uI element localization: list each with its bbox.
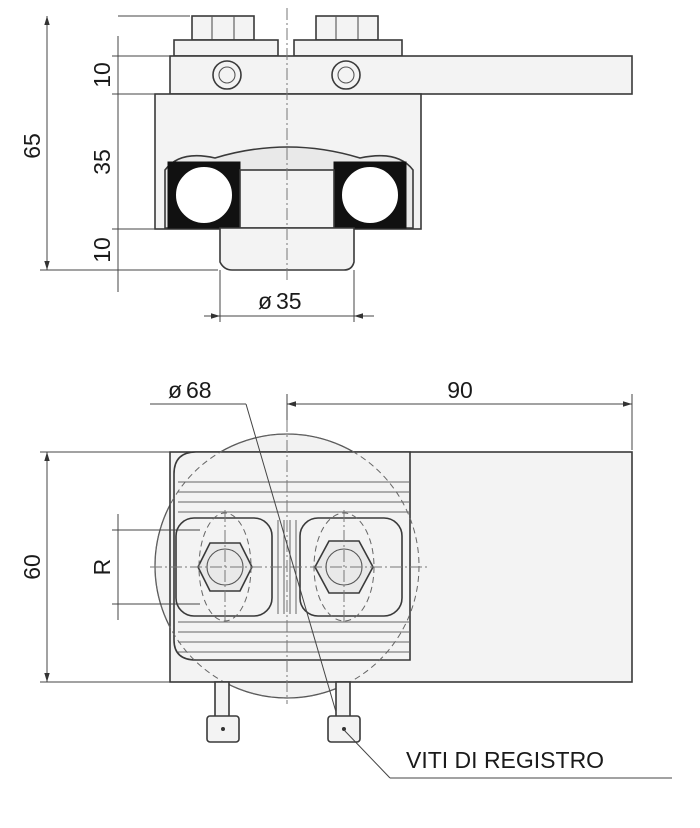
dim-radius-label: R	[89, 559, 115, 576]
callout-adjustment-screws: VITI DI REGISTRO	[406, 747, 604, 773]
side-elevation-view: 65 10 35 10 ø 35	[19, 8, 633, 322]
adjustment-screw-right	[327, 681, 361, 743]
diameter-symbol-35: ø	[258, 288, 272, 314]
bolt-hole-left	[212, 60, 242, 90]
dim-height-total: 65	[19, 133, 45, 159]
washer-left	[173, 39, 279, 57]
dim-plate-length: 90	[447, 377, 473, 403]
mounting-plate	[169, 55, 633, 95]
bolt-hole-right	[331, 60, 361, 90]
bearing-left	[167, 161, 241, 229]
plan-view: ø 68 90 60 R VITI DI REGISTRO	[19, 377, 672, 779]
bolt-head-right	[315, 15, 379, 41]
dim-height-bottom: 10	[89, 237, 115, 263]
dim-shaft-diameter: 35	[276, 288, 302, 314]
dim-height-top: 10	[89, 62, 115, 88]
bearing-right	[333, 161, 407, 229]
callout-leader	[343, 729, 391, 779]
dim-wheel-diameter: 68	[186, 377, 212, 403]
washer-right	[293, 39, 403, 57]
dim-height-middle: 35	[89, 149, 115, 175]
adjustment-screw-left	[206, 681, 240, 743]
bolt-head-left	[191, 15, 255, 41]
dim-plate-height: 60	[19, 554, 45, 580]
leader-diameter-68-diagonal	[245, 403, 337, 713]
diameter-symbol-68: ø	[168, 377, 182, 403]
